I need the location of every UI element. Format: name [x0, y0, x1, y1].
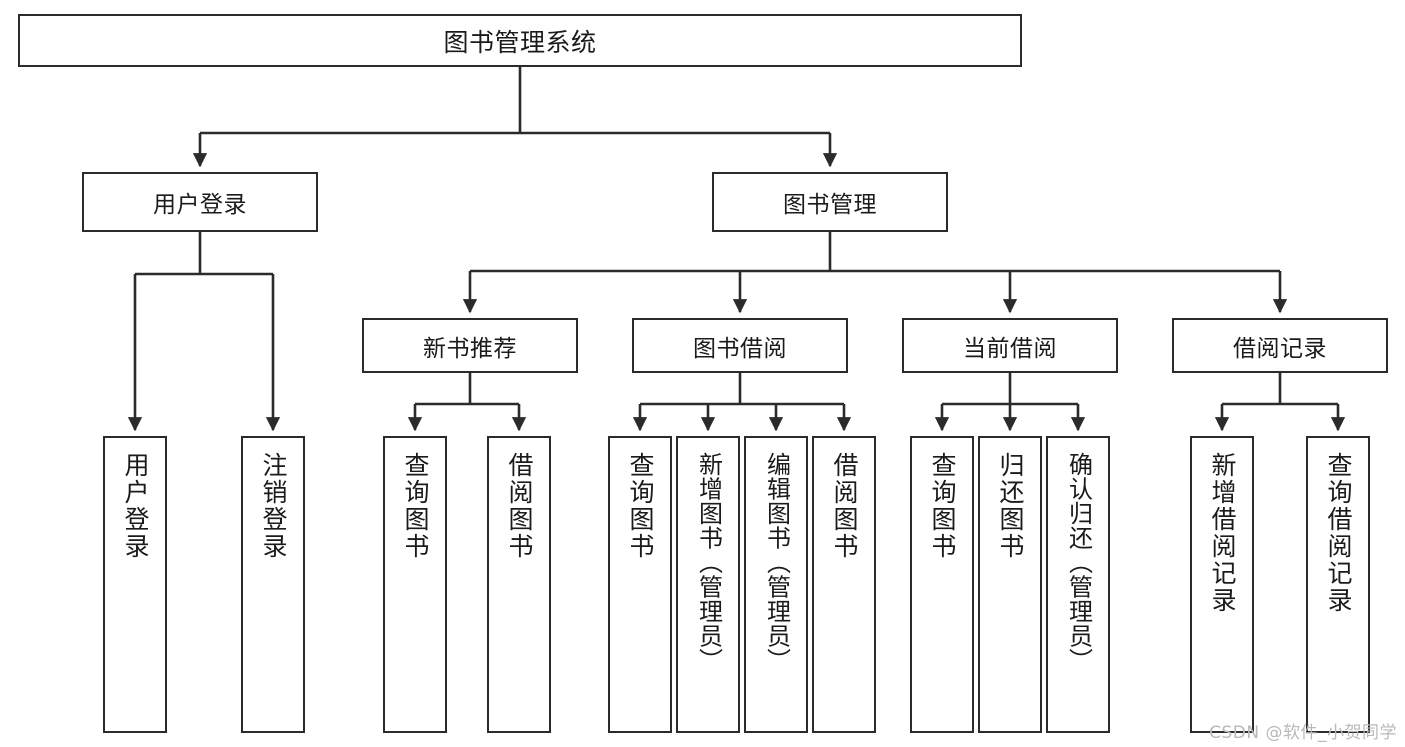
leaf-new-book-borrow[interactable]: 借阅图书 [487, 436, 551, 733]
node-user-login-label: 用户登录 [153, 192, 247, 218]
leaf-label: 归还图书 [996, 452, 1025, 560]
leaf-label: 确认归还（管理员） [1064, 452, 1093, 673]
node-book-borrow[interactable]: 图书借阅 [632, 318, 848, 373]
node-book-management-label: 图书管理 [783, 192, 877, 218]
leaf-record-add[interactable]: 新增借阅记录 [1190, 436, 1254, 733]
leaf-user-login-signin[interactable]: 用户登录 [103, 436, 167, 733]
node-current-borrow-label: 当前借阅 [963, 335, 1057, 362]
node-book-borrow-label: 图书借阅 [693, 335, 787, 362]
node-root-label: 图书管理系统 [443, 27, 597, 57]
leaf-label: 新增图书（管理员） [694, 452, 723, 673]
leaf-current-confirm-return[interactable]: 确认归还（管理员） [1046, 436, 1110, 733]
leaf-label: 查询图书 [928, 452, 957, 560]
leaf-current-return-book[interactable]: 归还图书 [978, 436, 1042, 733]
node-new-book-recommend[interactable]: 新书推荐 [362, 318, 578, 373]
node-root-system[interactable]: 图书管理系统 [18, 14, 1022, 67]
node-borrow-record-label: 借阅记录 [1233, 335, 1327, 362]
leaf-label: 编辑图书（管理员） [762, 452, 791, 673]
leaf-new-book-query[interactable]: 查询图书 [383, 436, 447, 733]
leaf-label: 借阅图书 [505, 452, 534, 560]
leaf-label: 借阅图书 [830, 452, 859, 560]
node-book-management[interactable]: 图书管理 [712, 172, 948, 232]
leaf-label: 查询图书 [626, 452, 655, 560]
leaf-current-query-book[interactable]: 查询图书 [910, 436, 974, 733]
leaf-label: 用户登录 [121, 452, 150, 560]
node-user-login[interactable]: 用户登录 [82, 172, 318, 232]
node-current-borrow[interactable]: 当前借阅 [902, 318, 1118, 373]
leaf-borrow-query-book[interactable]: 查询图书 [608, 436, 672, 733]
leaf-label: 新增借阅记录 [1208, 452, 1237, 614]
leaf-label: 查询借阅记录 [1324, 452, 1353, 614]
leaf-borrow-borrow-book[interactable]: 借阅图书 [812, 436, 876, 733]
leaf-user-login-signout[interactable]: 注销登录 [241, 436, 305, 733]
leaf-borrow-add-book[interactable]: 新增图书（管理员） [676, 436, 740, 733]
node-new-book-recommend-label: 新书推荐 [423, 335, 517, 362]
leaf-label: 查询图书 [401, 452, 430, 560]
csdn-watermark: CSDN @软件_小贺同学 [1209, 723, 1397, 743]
node-borrow-record[interactable]: 借阅记录 [1172, 318, 1388, 373]
leaf-label: 注销登录 [259, 452, 288, 560]
leaf-record-query[interactable]: 查询借阅记录 [1306, 436, 1370, 733]
leaf-borrow-edit-book[interactable]: 编辑图书（管理员） [744, 436, 808, 733]
